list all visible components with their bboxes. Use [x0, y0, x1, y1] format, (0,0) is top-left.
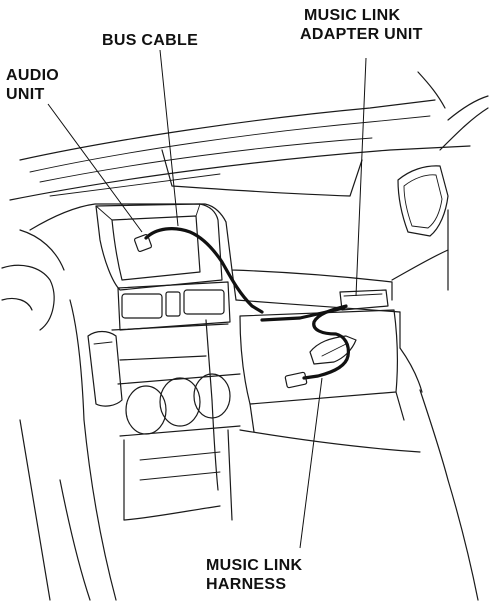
- harness-cable: [284, 304, 350, 389]
- label-harness-line2: HARNESS: [206, 576, 287, 593]
- center-stack: [19, 203, 241, 601]
- dash-top: [9, 145, 471, 201]
- label-audio-unit-line1: AUDIO: [6, 67, 60, 84]
- label-bus-cable: BUS CABLE: [102, 31, 198, 50]
- label-harness: MUSIC LINK HARNESS: [206, 556, 302, 594]
- label-adapter-unit: MUSIC LINK ADAPTER UNIT: [300, 6, 423, 44]
- windshield-edge: [19, 71, 489, 183]
- steering-wheel: [1, 229, 85, 421]
- label-audio-unit-line2: UNIT: [6, 86, 45, 103]
- label-adapter-unit-line1: MUSIC LINK: [304, 7, 401, 24]
- label-bus-cable-text: BUS CABLE: [102, 32, 199, 49]
- dash-face: [29, 203, 449, 393]
- adapter-unit-box: [339, 289, 389, 311]
- leader-adapter-unit: [355, 57, 367, 297]
- leader-lines: [47, 49, 367, 549]
- lower-panel: [239, 389, 479, 601]
- label-adapter-unit-line2: ADAPTER UNIT: [300, 26, 423, 43]
- label-harness-line1: MUSIC LINK: [206, 557, 303, 574]
- right-vent: [397, 165, 449, 237]
- leader-bus-cable: [159, 49, 179, 227]
- label-audio-unit: AUDIO UNIT: [6, 66, 59, 104]
- glove-box: [239, 309, 405, 433]
- leader-harness: [299, 377, 323, 549]
- leader-audio-unit: [47, 103, 143, 233]
